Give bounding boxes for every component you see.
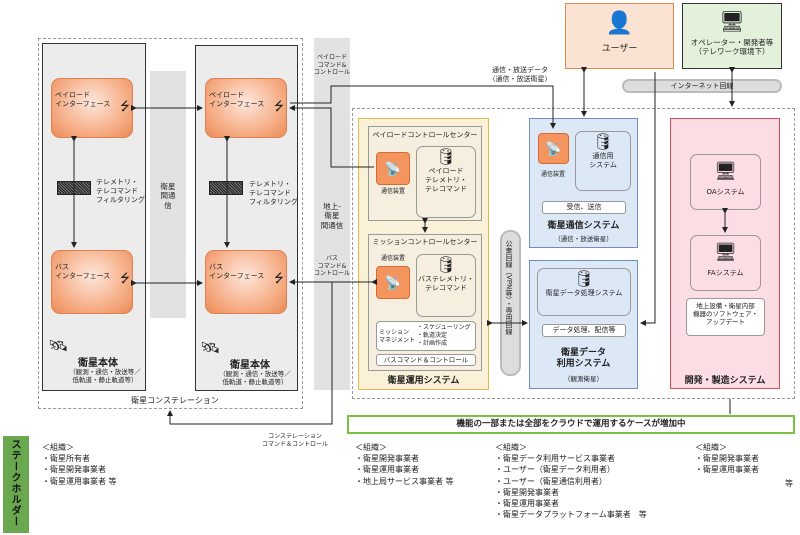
antenna-icon: 📡 (376, 266, 410, 299)
stakeholder-group-4: ＜組織＞・衛星開発事業者・衛星運用事業者 (695, 443, 759, 475)
payload-cc-label: ペイロードコマンド&コントロール (313, 54, 350, 76)
stakeholder-group-3: ＜組織＞・衛星データ利用サービス事業者・ユーザー（衛星データ利用者）・ユーザー（… (495, 443, 647, 520)
computer-icon: 🖥 (714, 242, 737, 263)
comm-system-box: 🛢通信用システム (575, 131, 631, 191)
mission-items: ・スケジューリング・軌道決定・計画作成 (417, 324, 471, 347)
dev-func: 地上設備・衛星内部機器のソフトウェア・アップデート (686, 298, 765, 336)
filter-label-2: テレメトリ・テレコマンドフィルタリング (249, 180, 298, 206)
comm-func: 受信、送信 (542, 201, 626, 214)
data-title: 衛星データ利用システム (556, 348, 611, 370)
internet-line: インターネット回線 (622, 79, 782, 93)
bus-if-label: インターフェース (209, 272, 265, 281)
pcc-device-label: 通信装置 (380, 188, 405, 195)
arrow (289, 105, 374, 168)
antenna-icon: 📡 (376, 152, 410, 185)
bus-if-label: バス (209, 263, 223, 271)
database-icon: 🛢 (592, 132, 614, 151)
stakeholder-label: ステークホルダー (3, 436, 29, 533)
operator-label: オペレーター・開発者等（テレワーク環境下） (690, 38, 774, 57)
bus-cc-label: バスコマンド&コントロール (313, 255, 350, 277)
stakeholder-group-1: ＜組織＞・衛星所有者・衛星開発事業者・衛星運用事業者 等 (42, 443, 117, 486)
mcc-title: ミッションコントロールセンター (372, 238, 478, 246)
stakeholder-group-4-tail: 等 (785, 479, 793, 488)
mission-management: ミッションマネジメント ・スケジューリング・軌道決定・計画作成 (376, 321, 476, 351)
fa-system: 🖥FAシステム (690, 235, 761, 291)
usb-icon: ⭍ (120, 271, 130, 285)
stakeholder-group-2: ＜組織＞・衛星開発事業者・衛星運用事業者・地上局サービス事業者 等 (355, 443, 454, 486)
comm-device-label: 通信装置 (540, 171, 565, 178)
bus-if-label: インターフェース (55, 272, 111, 281)
satellite-title-2: 衛星本体 (230, 360, 270, 371)
cloud-banner: 機能の一部または全部をクラウドで運用するケースが増加中 (347, 415, 795, 434)
computer-icon: 🖥 (714, 161, 737, 182)
comm-sub: （通信・放送衛星） (554, 235, 613, 243)
isl-label: 衛星間通信 (160, 182, 176, 210)
constellation-frame (38, 38, 303, 409)
computer-icon: 🖥 (719, 9, 745, 33)
comm-data-label: 通信・放送データ（通信・放送衛星） (488, 66, 552, 83)
antenna-icon: 📡 (538, 133, 569, 164)
ground-sat-label: 地上-衛星間通信 (320, 202, 344, 230)
mcc-device-label: 通信装置 (380, 255, 405, 262)
bus-if-label: バス (55, 263, 69, 271)
usb-icon: ⭍ (120, 99, 130, 113)
data-func: データ処理、配信等 (542, 324, 626, 337)
database-icon: 🛢 (573, 269, 595, 288)
ground-systems-frame (352, 108, 795, 399)
satellite-sub-2: （観測・通信・放送等／低軌道・静止軌道等） (219, 370, 291, 387)
user-box: 👤 ユーザー (565, 3, 674, 69)
mission-label: ミッションマネジメント (379, 329, 416, 344)
vpn-label: 公衆回線（VPN等）・専用回線 (505, 240, 513, 335)
ops-title: 衛星運用システム (387, 376, 460, 386)
mcc-system: 🛢バステレメトリ・テレコマンド (416, 254, 476, 317)
satellite-icon: 🛰 (200, 338, 221, 357)
bus-interface-2: バスインターフェース ⭍ (205, 250, 287, 314)
oa-system: 🖥OAシステム (690, 154, 761, 210)
bus-interface-1: バスインターフェース ⭍ (51, 250, 133, 314)
user-icon: 👤 (605, 11, 634, 36)
operator-box: 🖥 オペレーター・開発者等（テレワーク環境下） (682, 3, 782, 69)
dev-title: 開発・製造システム (684, 376, 766, 386)
arrow (290, 85, 556, 129)
isl-band (150, 71, 186, 318)
payload-if-label: インターフェース (209, 100, 265, 109)
bus-cc-box: バスコマンド＆コントロール (376, 354, 476, 366)
payload-interface-2: ペイロードインターフェース ⭍ (205, 78, 287, 138)
arrow (167, 282, 333, 425)
satellite-title-1: 衛星本体 (78, 358, 118, 369)
pcc-system: 🛢ペイロードテレメトリ・テレコマンド (416, 146, 476, 218)
payload-if-label: ペイロード (55, 91, 90, 99)
constellation-cc-label: コンステレーションコマンド＆コントロール (261, 433, 328, 448)
usb-icon: ⭍ (274, 271, 284, 285)
pcc-title: ペイロードコントロールセンター (372, 131, 478, 139)
database-icon: 🛢 (435, 255, 457, 274)
data-processing-system: 🛢衛星データ処理システム (537, 268, 631, 316)
filter-label-1: テレメトリ・テレコマンドフィルタリング (96, 178, 145, 204)
payload-if-label: インターフェース (55, 100, 111, 109)
satellite-icon: 🛰 (48, 336, 69, 355)
satellite-sub-1: （観測・通信・放送等／低軌道・静止軌道等） (69, 368, 141, 385)
comm-title: 衛星通信システム (547, 221, 620, 231)
usb-icon: ⭍ (274, 99, 284, 113)
user-label: ユーザー (601, 43, 638, 54)
data-sub: （観測衛星） (564, 375, 603, 383)
payload-if-label: ペイロード (209, 91, 244, 99)
arrow (640, 72, 656, 326)
vpn-line (500, 230, 521, 376)
database-icon: 🛢 (435, 147, 457, 166)
constellation-label: 衛星コンステレーション (131, 396, 219, 405)
